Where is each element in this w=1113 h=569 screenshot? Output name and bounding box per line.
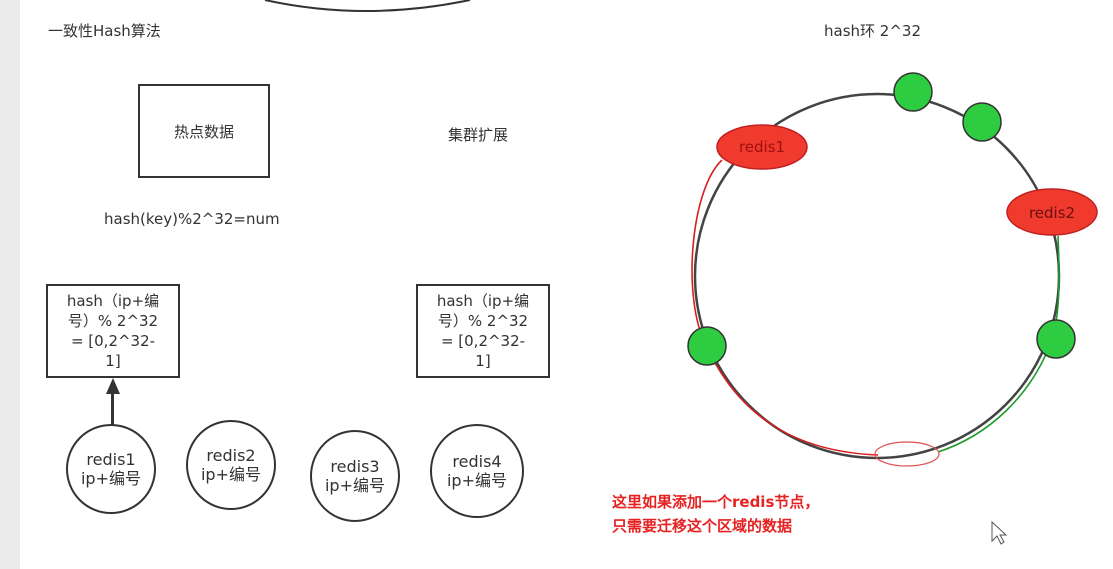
migration-note: 这里如果添加一个redis节点， 只需要迁移这个区域的数据	[612, 490, 819, 538]
cluster-expansion-label: 集群扩展	[448, 126, 509, 144]
ring-node-green-2	[962, 102, 1002, 142]
hash-ring-title: hash环 2^32	[824, 22, 921, 40]
arrow-shaft	[111, 394, 114, 426]
hash-box-left-line-4: 1]	[105, 352, 121, 370]
hot-data-label: 热点数据	[173, 122, 234, 141]
hash-formula: hash(key)%2^32=num	[104, 210, 280, 228]
hash-box-left-line-1: hash（ip+编	[66, 292, 160, 310]
hot-data-box: 热点数据	[138, 84, 270, 178]
red-migration-path	[691, 159, 879, 456]
redis2-node: redis2 ip+编号	[186, 420, 276, 510]
hash-box-left: hash（ip+编 号）% 2^32 = [0,2^32- 1]	[46, 284, 180, 378]
migration-note-line-2: 只需要迁移这个区域的数据	[612, 517, 793, 535]
top-partial-arc	[264, 0, 471, 12]
ring-node-green-4	[1036, 319, 1076, 359]
left-margin-bar	[0, 0, 20, 569]
ring-node-redis1-label: redis1	[739, 138, 785, 156]
ring-node-green-1	[893, 72, 933, 112]
redis2-sub: ip+编号	[200, 465, 261, 484]
redis4-node: redis4 ip+编号	[430, 424, 524, 518]
redis3-node: redis3 ip+编号	[310, 430, 400, 522]
hash-box-right-line-1: hash（ip+编	[436, 292, 530, 310]
hash-box-right-line-4: 1]	[475, 352, 491, 370]
section-title: 一致性Hash算法	[48, 22, 161, 40]
redis3-name: redis3	[330, 457, 380, 476]
hash-box-right: hash（ip+编 号）% 2^32 = [0,2^32- 1]	[416, 284, 550, 378]
redis4-name: redis4	[452, 452, 502, 471]
ring-node-green-3	[687, 326, 727, 366]
redis3-sub: ip+编号	[324, 476, 385, 495]
hash-box-left-line-3: = [0,2^32-	[70, 332, 156, 350]
hash-box-left-line-2: 号）% 2^32	[67, 312, 159, 330]
ring-node-redis1	[716, 124, 808, 170]
ring-node-redis2-label: redis2	[1029, 204, 1075, 222]
redis4-sub: ip+编号	[446, 471, 507, 490]
redis1-sub: ip+编号	[80, 469, 141, 488]
redis1-name: redis1	[86, 450, 136, 469]
redis1-node: redis1 ip+编号	[66, 424, 156, 514]
redis2-name: redis2	[206, 446, 256, 465]
insert-area-ellipse	[874, 441, 940, 467]
mouse-cursor-icon	[991, 520, 1008, 545]
hash-box-right-line-2: 号）% 2^32	[437, 312, 529, 330]
hash-box-right-line-3: = [0,2^32-	[440, 332, 526, 350]
ring-node-redis2	[1006, 188, 1098, 236]
arrow-up-icon	[106, 378, 120, 394]
migration-note-line-1: 这里如果添加一个redis节点，	[612, 493, 820, 511]
